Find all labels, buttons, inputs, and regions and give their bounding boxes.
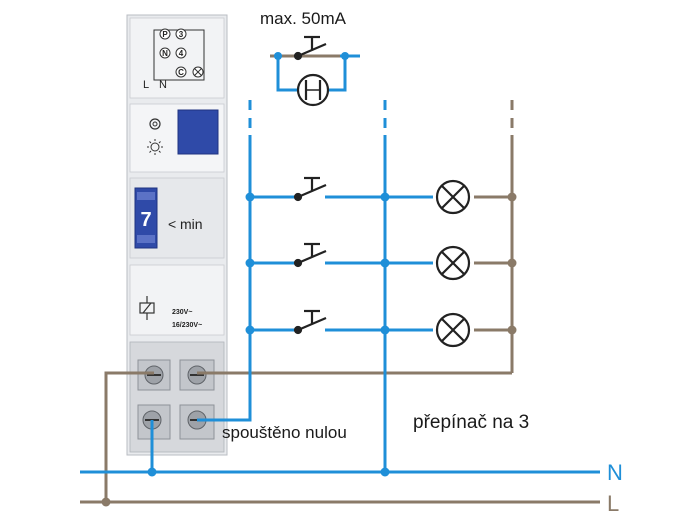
switch-mode-label: přepínač na 3: [413, 412, 529, 433]
neutral-wires: [80, 54, 600, 474]
illuminated-button-icon: [296, 73, 330, 107]
less-than-symbol: <: [168, 216, 176, 232]
relay-coil-icon: [139, 296, 155, 320]
lamp-2-icon: [435, 245, 471, 281]
screw-terminal-2[interactable]: [179, 359, 215, 391]
max-current-label: max. 50mA: [260, 9, 347, 28]
terminal-p-label: P: [162, 30, 168, 39]
staircase-timer-device: P 3 N 4 C L N: [126, 14, 228, 456]
lamp-3-icon: [435, 312, 471, 348]
rating-contact: 16/230V~: [172, 322, 202, 329]
pushbutton-switch-2: [293, 242, 327, 268]
device-label-l: L: [143, 79, 149, 91]
terminal-n-label: N: [162, 49, 168, 58]
bus-l-label: L: [607, 491, 619, 516]
time-selector-dial[interactable]: 7: [134, 187, 158, 249]
time-unit-label: min: [180, 216, 203, 232]
push-button[interactable]: [177, 109, 219, 155]
lamp-1-icon: [435, 179, 471, 215]
status-led-icon: [149, 118, 161, 130]
junction-dots: [101, 52, 517, 507]
terminal-4-label: 4: [179, 49, 184, 58]
device-label-n: N: [159, 79, 167, 91]
triggered-by-neutral-label: spouštěno nulou: [222, 423, 347, 442]
screw-terminal-4[interactable]: [179, 404, 215, 440]
rating-coil: 230V~: [172, 309, 192, 316]
terminal-map: P 3 N 4 C L N: [143, 28, 205, 91]
screw-terminal-1[interactable]: [137, 359, 171, 391]
pushbutton-switch-3: [293, 309, 327, 335]
pushbutton-switch-1: [293, 176, 327, 202]
light-sun-icon: [147, 139, 163, 155]
l-to-device-wire: [104, 371, 154, 502]
time-setting-value: 7: [140, 209, 151, 231]
lamp-symbol-icon: [192, 66, 204, 78]
neutral-wire-dashes: [248, 100, 387, 128]
screw-terminal-3[interactable]: [137, 404, 171, 440]
pushbutton-switch-top: [293, 35, 327, 61]
terminal-3-label: 3: [179, 30, 184, 39]
terminal-c-label: C: [178, 68, 184, 77]
bus-n-label: N: [607, 460, 623, 485]
trigger-wire: [197, 135, 252, 422]
